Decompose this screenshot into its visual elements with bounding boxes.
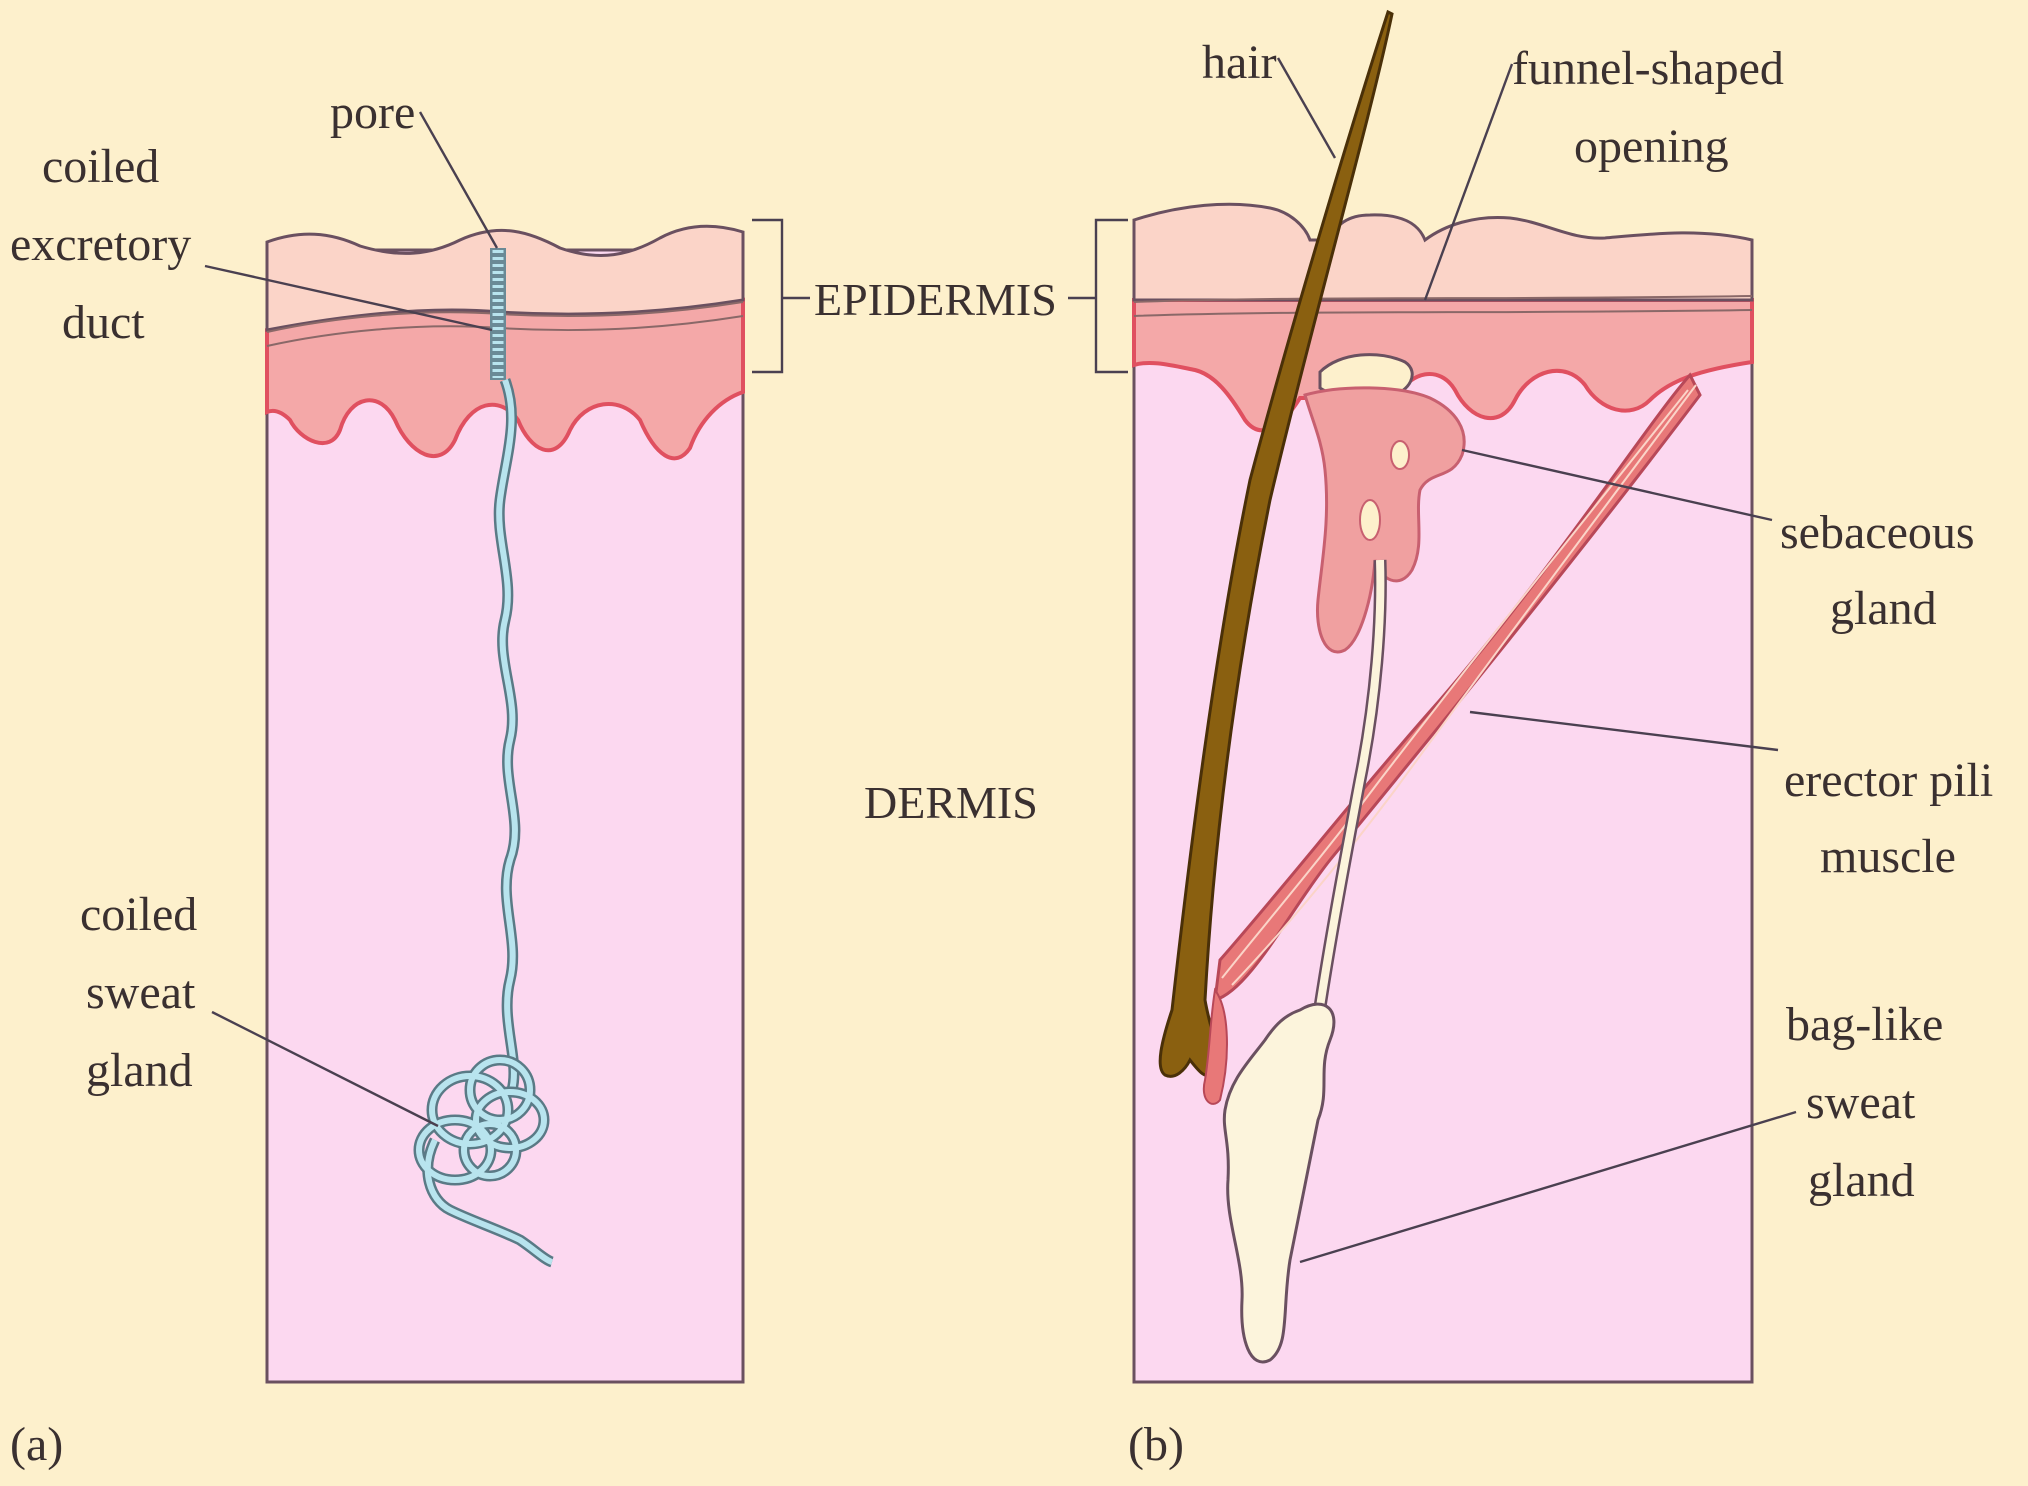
epidermis-bracket-right: [1068, 220, 1128, 372]
pore-leader: [420, 112, 497, 248]
label-hair: hair: [1202, 36, 1277, 89]
label-funnel-shaped-opening-1: funnel-shaped: [1512, 42, 1784, 95]
sebaceous-duct-hole: [1391, 441, 1409, 469]
label-sebaceous-gland-1: sebaceous: [1780, 506, 1975, 559]
label-pore: pore: [330, 86, 415, 139]
label-coiled-excretory-duct-2: excretory: [10, 218, 191, 271]
hair-leader: [1278, 58, 1335, 158]
sebaceous-duct-hole: [1360, 500, 1380, 540]
label-erector-pili-muscle-1: erector pili: [1784, 754, 1993, 807]
epidermis-bracket-left: [752, 220, 810, 372]
label-bag-like-sweat-gland-1: bag-like: [1786, 998, 1943, 1051]
label-coiled-sweat-gland-2: sweat: [86, 966, 196, 1019]
panel-a-label: (a): [10, 1418, 63, 1471]
panel-a: pore coiled excretory duct coiled sweat …: [10, 86, 743, 1471]
label-coiled-excretory-duct-3: duct: [62, 296, 145, 349]
label-bag-like-sweat-gland-2: sweat: [1806, 1076, 1916, 1129]
label-coiled-excretory-duct-1: coiled: [42, 140, 159, 193]
panel-b-label: (b): [1128, 1418, 1184, 1471]
label-coiled-sweat-gland-3: gland: [86, 1044, 193, 1097]
label-coiled-sweat-gland-1: coiled: [80, 888, 197, 941]
panel-b: hair funnel-shaped opening sebaceous gla…: [1128, 12, 1993, 1471]
label-dermis: DERMIS: [864, 777, 1038, 828]
center-labels: EPIDERMIS DERMIS: [752, 220, 1128, 828]
label-funnel-shaped-opening-2: opening: [1574, 120, 1729, 173]
label-erector-pili-muscle-2: muscle: [1820, 830, 1956, 883]
label-sebaceous-gland-2: gland: [1830, 582, 1937, 635]
label-bag-like-sweat-gland-3: gland: [1808, 1154, 1915, 1207]
label-epidermis: EPIDERMIS: [814, 274, 1057, 325]
